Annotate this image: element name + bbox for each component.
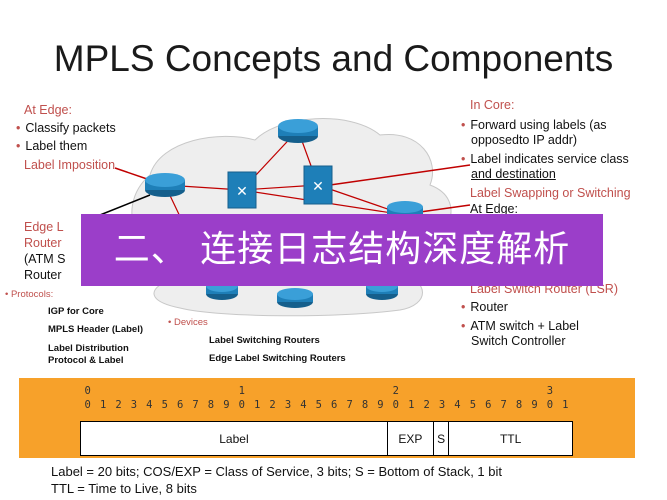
bit-ones-label: 4 xyxy=(300,399,307,411)
bit-tens-label: 1 xyxy=(238,385,245,397)
bit-ones-label: 0 xyxy=(238,399,245,411)
bit-ones-label: 6 xyxy=(176,399,184,411)
bit-ones-label: 9 xyxy=(377,399,384,411)
device-item: Edge Label Switching Routers xyxy=(209,353,346,364)
svg-text:✕: ✕ xyxy=(236,184,248,200)
edge-item: Label them xyxy=(16,139,87,153)
edge-router-icon xyxy=(145,173,185,197)
bit-ones-label: 8 xyxy=(515,399,523,411)
bit-ones-label: 8 xyxy=(361,399,369,411)
bit-tens-label: 3 xyxy=(546,385,554,397)
bit-ones-label: 4 xyxy=(454,399,461,411)
bit-ones-label: 0 xyxy=(392,399,399,411)
bit-ones-label: 6 xyxy=(485,399,492,411)
bit-ones-label: 0 xyxy=(84,399,91,411)
section-banner: 二、 连接日志结构深度解析 xyxy=(81,214,603,286)
atm-switch-icon: ✕ xyxy=(303,165,333,205)
header-field-s: S xyxy=(434,422,450,455)
core-item-continued: and destination xyxy=(471,167,556,181)
bit-ones-label: 2 xyxy=(115,399,122,411)
section-banner-text: 二、 连接日志结构深度解析 xyxy=(113,229,571,270)
device-item: Label Switching Routers xyxy=(209,335,320,346)
bit-ones-label: 3 xyxy=(438,399,446,411)
bit-ones-label: 2 xyxy=(269,399,276,411)
edge-heading: At Edge: xyxy=(24,103,72,117)
bit-ones-label: 1 xyxy=(408,399,415,411)
core-device-item: ATM switch + Label xyxy=(461,319,579,333)
bit-ones-label: 7 xyxy=(192,399,199,411)
bit-ones-label: 4 xyxy=(146,399,153,411)
bit-ones-label: 3 xyxy=(284,399,292,411)
protocol-item: Label Distribution xyxy=(48,343,129,354)
edge-item: Classify packets xyxy=(16,121,115,135)
core-router-icon xyxy=(277,288,313,308)
bit-ones-label: 3 xyxy=(130,399,138,411)
bit-ones-label: 5 xyxy=(315,399,322,411)
edge-lsr-detail: (ATM S xyxy=(24,252,66,266)
header-note: Label = 20 bits; COS/EXP = Class of Serv… xyxy=(51,464,503,479)
core-heading: In Core: xyxy=(470,98,515,112)
bit-ones-label: 6 xyxy=(331,399,338,411)
bit-ones-label: 7 xyxy=(500,399,507,411)
bit-ones-label: 1 xyxy=(99,399,107,411)
core-device-item: Router xyxy=(461,300,508,314)
core-item: Forward using labels (as xyxy=(461,118,606,132)
protocols-heading: • Protocols: xyxy=(5,289,54,300)
bit-ones-label: 9 xyxy=(223,399,230,411)
header-note: TTL = Time to Live, 8 bits xyxy=(51,481,197,496)
label-swapping-label: Label Swapping or Switching xyxy=(470,186,631,200)
bit-ones-label: 9 xyxy=(531,399,538,411)
slide-title: MPLS Concepts and Components xyxy=(53,38,614,79)
bit-ones-label: 5 xyxy=(469,399,477,411)
core-item: Label indicates service class xyxy=(461,152,628,166)
label-imposition-label: Label Imposition xyxy=(24,158,116,172)
header-field-ttl: TTL xyxy=(499,431,522,446)
protocol-item: IGP for Core xyxy=(48,306,104,317)
bit-tens-label: 2 xyxy=(392,385,399,397)
bit-ones-label: 0 xyxy=(546,399,554,411)
bit-ones-label: 1 xyxy=(254,399,261,411)
core-at-edge-label: At Edge: xyxy=(470,202,518,216)
core-item-continued: opposedto IP addr) xyxy=(471,133,578,147)
bit-ones-label: 5 xyxy=(161,399,168,411)
core-router-icon xyxy=(278,119,318,143)
bit-ones-label: 7 xyxy=(346,399,353,411)
svg-text:✕: ✕ xyxy=(312,179,324,195)
header-notes: Label = 20 bits; COS/EXP = Class of Serv… xyxy=(45,460,615,500)
edge-lsr-detail: Router xyxy=(24,268,62,282)
header-field-exp: EXP xyxy=(388,422,434,455)
bit-ones-label: 2 xyxy=(423,399,430,411)
bit-ones-label: 8 xyxy=(207,399,215,411)
edge-lsr-label: Router xyxy=(24,236,62,250)
protocol-item: MPLS Header (Label) xyxy=(48,324,144,335)
edge-lsr-label: Edge L xyxy=(24,220,64,234)
bit-ones-label: 1 xyxy=(562,399,569,411)
devices-heading: • Devices xyxy=(168,317,208,328)
core-device-item-continued: Switch Controller xyxy=(471,334,566,348)
header-field-label: Label xyxy=(81,422,388,455)
bit-tens-label: 0 xyxy=(84,385,91,397)
protocol-item: Protocol & Label xyxy=(48,355,124,366)
atm-switch-icon: ✕ xyxy=(227,171,257,209)
